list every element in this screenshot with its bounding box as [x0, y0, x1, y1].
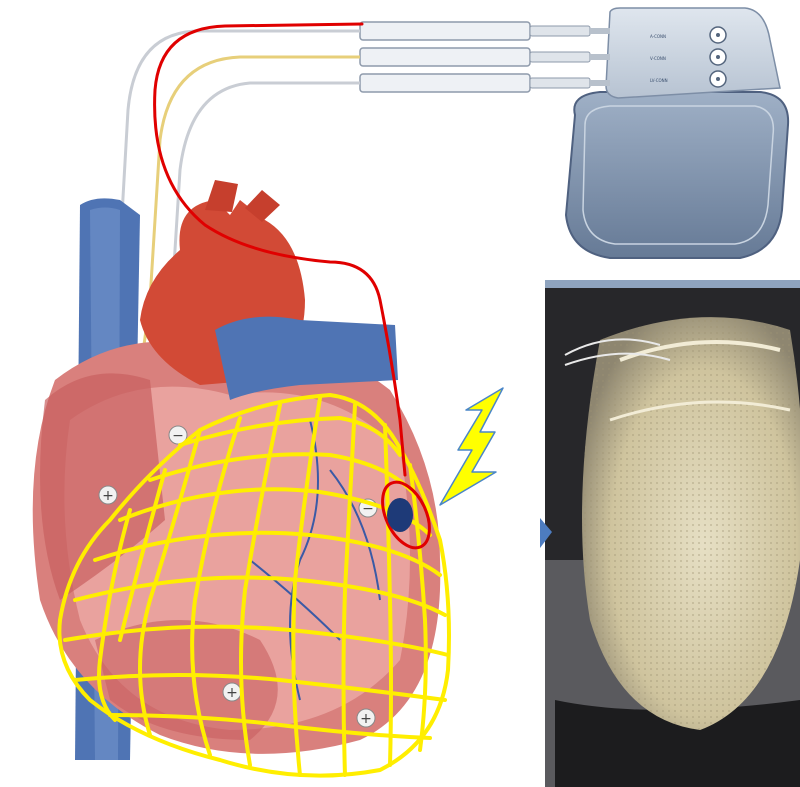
plus-symbol: +	[360, 711, 372, 727]
terminal-label-v: V-CONN	[650, 56, 666, 61]
pacemaker-generator: A-CONN V-CONN LV-CONN	[566, 8, 788, 258]
lightning-bolt-icon	[440, 388, 503, 505]
electrode-positive-2: +	[223, 683, 241, 701]
terminal-label-lv: LV-CONN	[650, 78, 668, 83]
minus-symbol: −	[172, 428, 184, 444]
target-electrode	[387, 498, 413, 532]
plus-symbol: +	[102, 488, 114, 504]
mesh-sleeve-photo	[545, 280, 800, 787]
plus-symbol: +	[226, 685, 238, 701]
electrode-positive-3: +	[357, 709, 375, 727]
electrode-positive-1: +	[99, 486, 117, 504]
lead-connectors	[360, 22, 610, 92]
terminal-label-a: A-CONN	[650, 34, 666, 39]
terminal-ports	[710, 27, 726, 87]
